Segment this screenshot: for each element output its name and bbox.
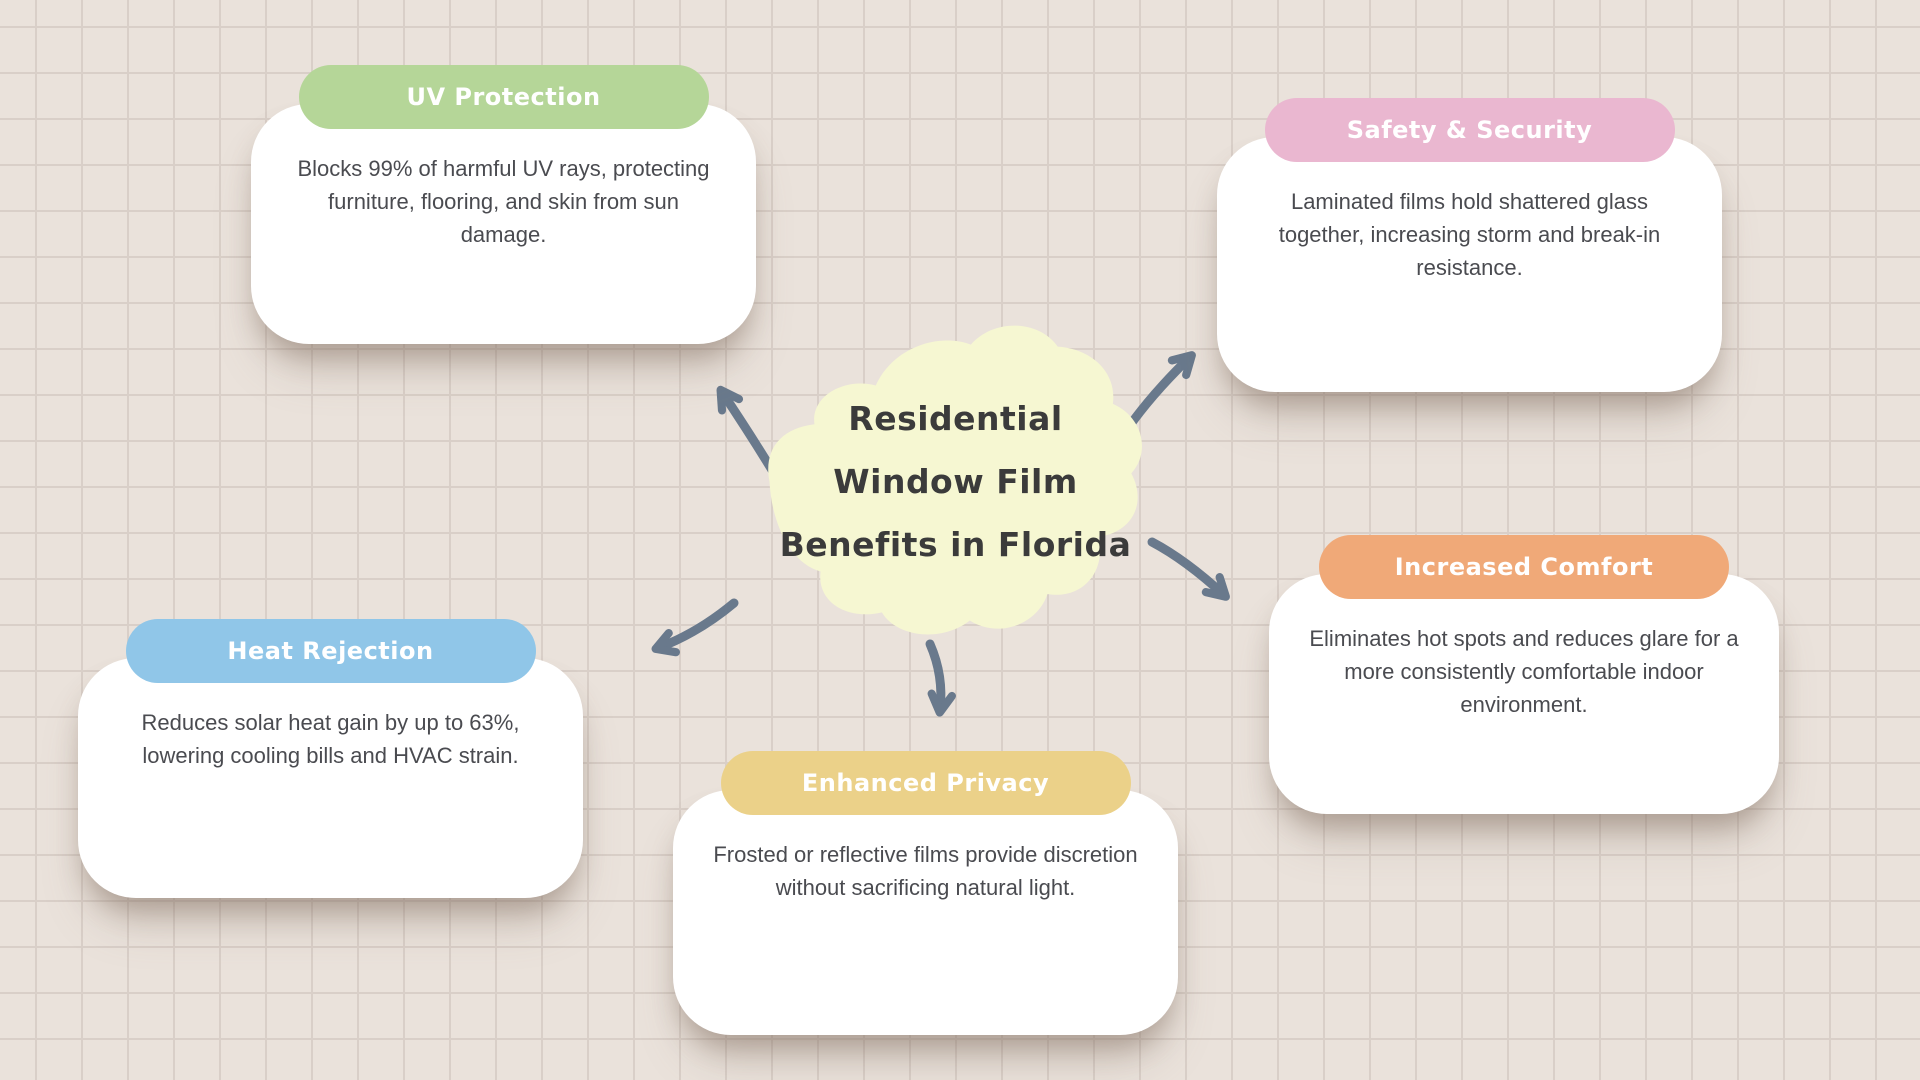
card-safety-security-header: Safety & Security — [1264, 98, 1675, 162]
arrow-to-heat-rejection-icon — [651, 598, 739, 657]
card-enhanced-privacy: Enhanced Privacy Frosted or reflective f… — [673, 751, 1178, 1035]
card-heat-rejection-body: Reduces solar heat gain by up to 63%, lo… — [141, 710, 520, 768]
page-title: Residential Window Film Benefits in Flor… — [758, 387, 1153, 576]
card-increased-comfort-body: Eliminates hot spots and reduces glare f… — [1309, 626, 1739, 717]
card-uv-protection-header: UV Protection — [298, 65, 709, 129]
page-title-line-2: Window Film — [833, 462, 1078, 501]
center-blob-shape — [768, 325, 1143, 635]
card-heat-rejection-title: Heat Rejection — [227, 637, 434, 665]
card-enhanced-privacy-body: Frosted or reflective films provide disc… — [713, 842, 1138, 900]
card-safety-security: Safety & Security Laminated films hold s… — [1217, 98, 1722, 392]
arrow-to-increased-comfort-icon — [1147, 537, 1230, 601]
blob-icon — [768, 325, 1143, 635]
card-safety-security-body: Laminated films hold shattered glass tog… — [1278, 189, 1661, 280]
card-enhanced-privacy-header: Enhanced Privacy — [720, 751, 1131, 815]
card-uv-protection: UV Protection Blocks 99% of harmful UV r… — [251, 65, 756, 344]
card-heat-rejection: Heat Rejection Reduces solar heat gain b… — [78, 619, 583, 898]
card-uv-protection-title: UV Protection — [406, 83, 601, 111]
card-increased-comfort-header: Increased Comfort — [1319, 535, 1729, 599]
card-heat-rejection-header: Heat Rejection — [125, 619, 536, 683]
card-increased-comfort-title: Increased Comfort — [1394, 553, 1654, 581]
center-topic: Residential Window Film Benefits in Flor… — [758, 318, 1153, 643]
arrow-to-enhanced-privacy-icon — [925, 639, 956, 717]
page-title-line-3: Benefits in Florida — [779, 525, 1132, 564]
card-safety-security-title: Safety & Security — [1346, 116, 1593, 144]
card-enhanced-privacy-title: Enhanced Privacy — [801, 769, 1050, 797]
card-increased-comfort: Increased Comfort Eliminates hot spots a… — [1269, 535, 1779, 814]
page-title-line-1: Residential — [848, 399, 1063, 438]
card-uv-protection-body: Blocks 99% of harmful UV rays, protectin… — [297, 156, 710, 247]
